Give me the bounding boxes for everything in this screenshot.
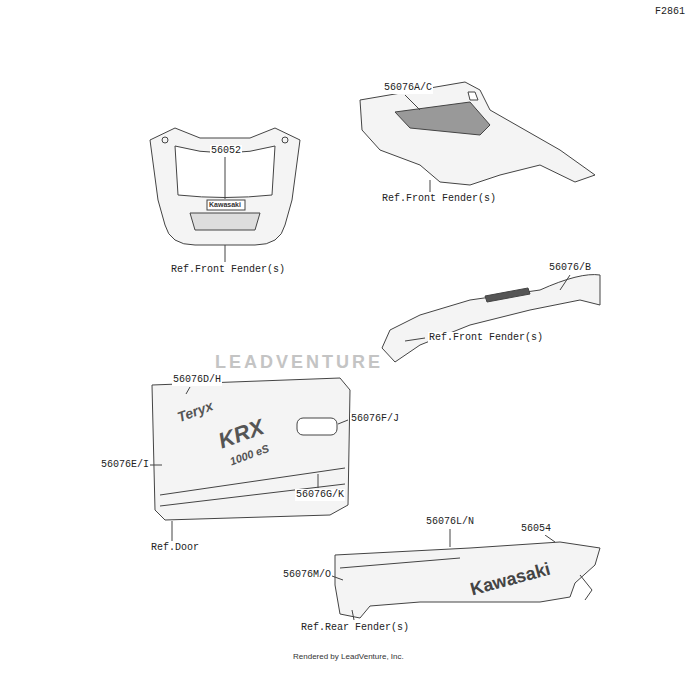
callout-number: 56076A/C [383,82,433,94]
reference-note: Ref.Door [150,542,200,554]
callout-number: 56076L/N [425,516,475,528]
reference-note: Ref.Front Fender(s) [170,264,286,276]
credit-note: Rendered by LeadVenture, Inc. [293,652,404,662]
callout-number: 56076F/J [350,413,400,425]
reference-note: Ref.Front Fender(s) [428,332,544,344]
callout-number: 56076G/K [295,489,345,501]
reference-note: Ref.Rear Fender(s) [300,622,410,634]
callout-number: 56076M/O [282,569,332,581]
callout-number: 56076E/I [100,459,150,471]
figure-code: F2861 [655,6,685,18]
callout-number: 56076D/H [172,374,222,386]
callout-number: 56076/B [548,262,592,274]
watermark: LEADVENTURE [215,352,383,374]
callout-number: 56054 [520,523,552,535]
decal-text: Teryx [175,397,215,425]
callout-number: 56052 [210,145,242,157]
brand-mark: Kawasaki [209,201,241,209]
brand-mark: Kawasaki [468,559,553,601]
reference-note: Ref.Front Fender(s) [381,193,497,205]
